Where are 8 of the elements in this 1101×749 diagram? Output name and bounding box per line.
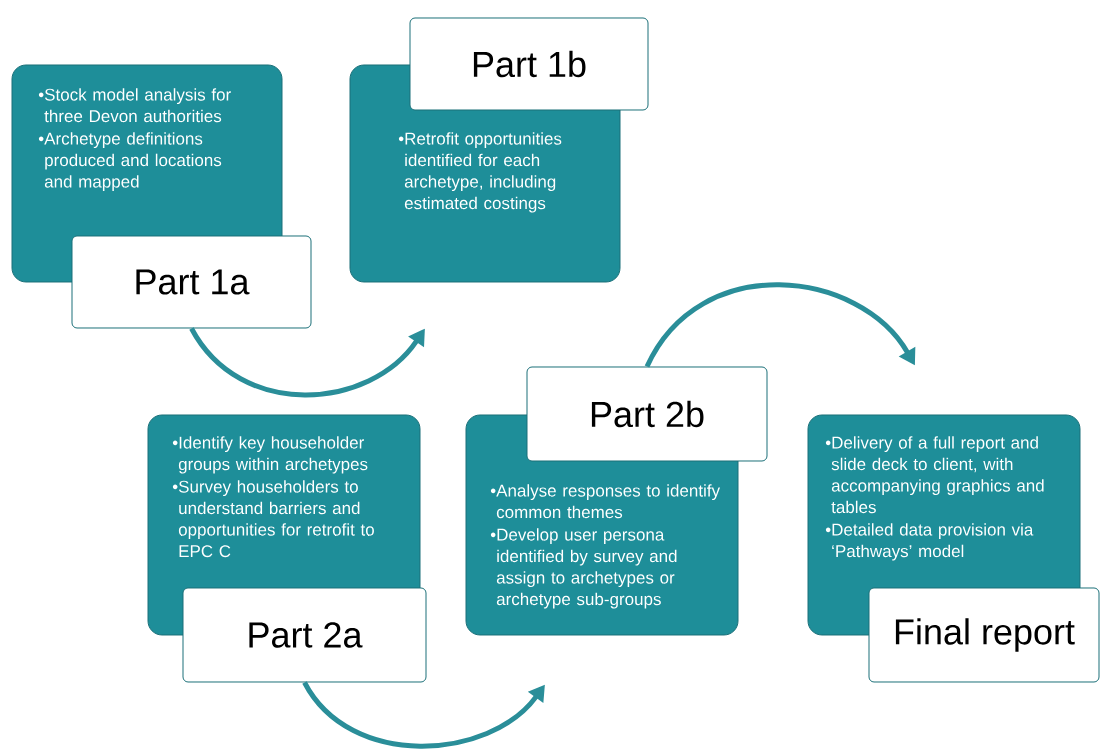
title-box: Part 1b <box>409 17 649 111</box>
title-box: Part 2b <box>526 366 768 462</box>
curved-arrow <box>189 327 425 398</box>
title-box: Part 1a <box>71 235 312 329</box>
curved-arrow <box>302 681 545 749</box>
title-box: Final report <box>868 587 1100 683</box>
curved-arrow <box>644 282 916 368</box>
title-box: Part 2a <box>182 587 427 683</box>
